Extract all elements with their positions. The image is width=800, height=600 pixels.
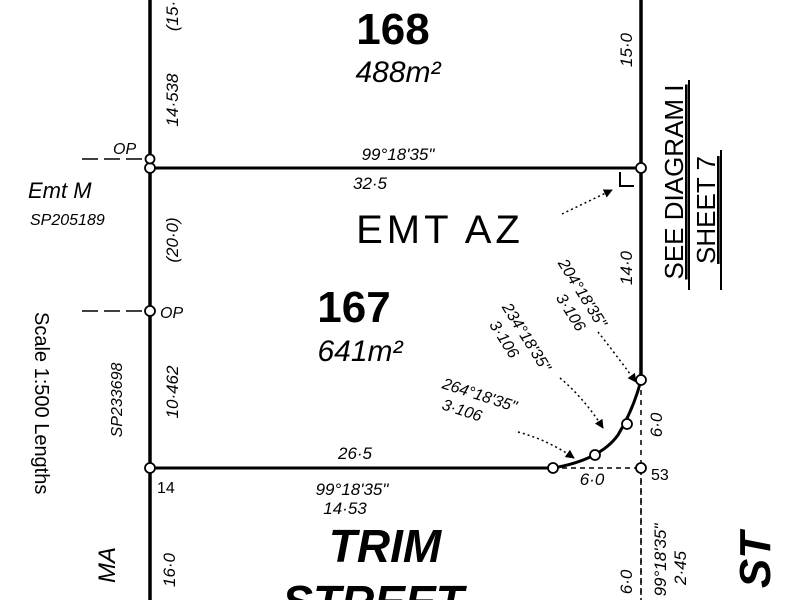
peg-op-top	[144, 153, 156, 165]
emt-az-leader	[561, 189, 613, 215]
street-name-line1: TRIM	[329, 520, 443, 572]
right-upper-distance: 15·0	[617, 32, 636, 67]
left-street-distance: 16·0	[160, 552, 179, 587]
left-mid-distance: (20·0)	[163, 217, 182, 262]
street-bearing: 99°18'35"	[316, 480, 390, 499]
chord-leader-234	[559, 377, 604, 429]
chord-label-204: 204°18'35" 3·106	[552, 255, 610, 334]
op-top-label: OP	[113, 141, 136, 158]
side-label-ma: MA	[94, 547, 121, 583]
right-lower-bearing: 99°18'35"	[651, 523, 670, 597]
corner-truncation-curve	[552, 379, 643, 470]
chord-leader-204	[597, 331, 637, 383]
scale-note: Scale 1:500 Lengths	[30, 312, 52, 494]
left-plan-number: SP233698	[109, 363, 126, 438]
diagram-ref-line1: SEE DIAGRAM I	[659, 84, 689, 279]
peg-top-left	[144, 162, 156, 174]
peg-op-mid	[144, 305, 156, 317]
peg-curve-2	[621, 418, 633, 430]
right-lower-distance: 2·45	[671, 550, 690, 586]
lot-168-number: 168	[356, 5, 429, 54]
chord-label-264: 264°18'35" 3·106	[439, 375, 520, 425]
top-boundary-bearing: 99°18'35"	[362, 145, 436, 164]
corner-right-number: 53	[651, 467, 669, 484]
left-upper-distance: 14·538	[163, 73, 182, 126]
top-boundary-distance: 32·5	[353, 174, 388, 193]
lot-168-area: 488m²	[355, 56, 441, 89]
op-mid-label: OP	[160, 305, 183, 322]
bottom-boundary-distance: 26·5	[337, 444, 373, 463]
left-top-partial-distance: (15·	[163, 1, 182, 31]
corner-right-distance: 6·0	[647, 412, 666, 437]
right-mid-distance: 14·0	[617, 250, 636, 285]
peg-curve-1	[589, 449, 601, 461]
street-name-line2: STREET	[282, 576, 467, 600]
peg-top-right	[635, 162, 647, 174]
easement-az-label: EMT AZ	[356, 208, 524, 252]
easement-corner-marker	[619, 172, 634, 187]
chord-label-234: 234°18'35" 3·106	[486, 299, 555, 376]
street-distance: 14·53	[323, 499, 367, 518]
lot-167-area: 641m²	[317, 335, 403, 368]
peg-bottom-left	[144, 462, 156, 474]
lot-167-number: 167	[317, 283, 390, 332]
peg-curve-end	[547, 462, 559, 474]
peg-corner-53	[635, 462, 647, 474]
corner-left-number: 14	[157, 480, 175, 497]
corner-bottom-distance: 6·0	[580, 470, 605, 489]
easement-m-plan: SP205189	[30, 212, 105, 229]
chord-leader-264	[517, 431, 575, 459]
left-lower-distance: 10·462	[163, 365, 182, 418]
side-label-st: ST	[731, 529, 780, 588]
easement-m-label: Emt M	[28, 178, 92, 203]
right-street-distance: 6·0	[617, 569, 636, 594]
peg-curve-start	[635, 374, 647, 386]
diagram-ref-line2: SHEET 7	[691, 156, 721, 264]
